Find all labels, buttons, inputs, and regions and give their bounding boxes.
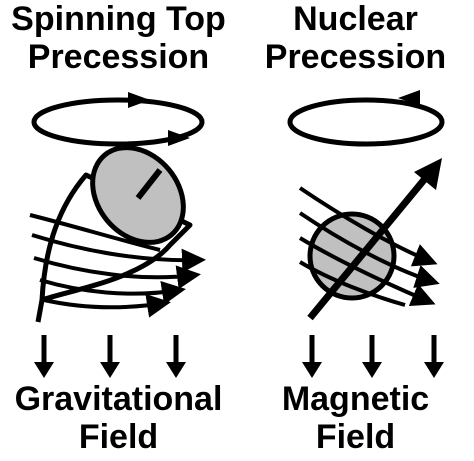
spinning-top-icon [29, 145, 206, 323]
spinning-top-title-line1: Spinning Top [11, 0, 226, 38]
gravitational-caption-line2: Field [78, 418, 159, 456]
down-arrow-icon [302, 362, 322, 378]
down-arrow-icon [100, 362, 120, 378]
spinning-top-title-line2: Precession [27, 38, 210, 76]
gravitational-field-caption: Gravitational Field [0, 380, 237, 456]
orbit-arrow-icon [128, 92, 150, 108]
nuclear-title: Nuclear Precession [237, 0, 474, 76]
down-arrow-icon [34, 362, 54, 378]
nuclear-title-line2: Precession [264, 38, 447, 76]
gravitational-field-arrows [34, 335, 186, 378]
gravitational-caption-line1: Gravitational [14, 380, 223, 418]
nuclear-title-line1: Nuclear [293, 0, 418, 38]
magnetic-caption-line1: Magnetic [281, 380, 430, 418]
magnetic-field-caption: Magnetic Field [237, 380, 474, 456]
spinning-top-title: Spinning Top Precession [0, 0, 237, 76]
down-arrow-icon [424, 362, 444, 378]
nuclear-precession-orbit [287, 90, 445, 147]
orbit-arrow-icon [168, 130, 190, 146]
down-arrow-icon [166, 362, 186, 378]
down-arrow-icon [362, 362, 382, 378]
spinning-top-precession-orbit [31, 92, 205, 147]
nucleus-icon [298, 158, 442, 321]
magnetic-field-arrows [302, 335, 444, 378]
magnetic-caption-line2: Field [315, 418, 396, 456]
orbit-arrow-icon [398, 90, 420, 106]
